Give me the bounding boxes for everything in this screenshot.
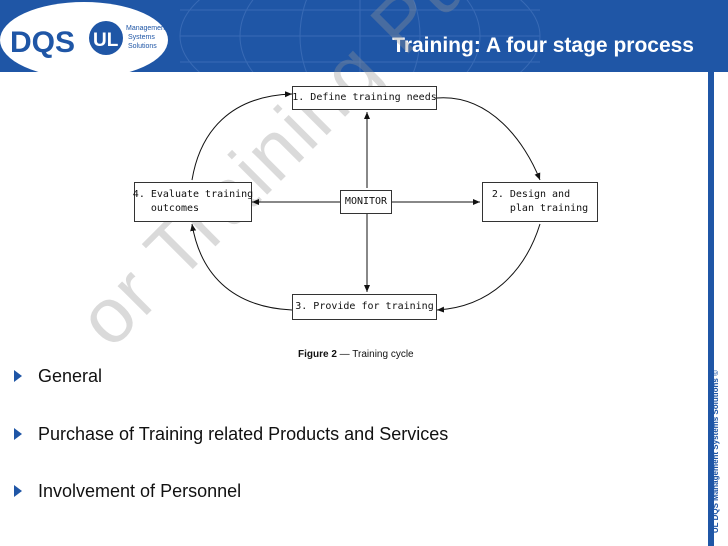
logo-line1: Management: [126, 25, 167, 32]
figure-caption-label: Figure 2: [298, 349, 337, 360]
bullet-text: Purchase of Training related Products an…: [38, 423, 449, 444]
side-copyright-text: UL DQS Management Systems Solutions ©: [711, 370, 720, 534]
logo-line3: Solutions: [128, 43, 157, 50]
logo-dqs-text: DQS: [10, 26, 75, 59]
logo-ul-text: UL: [93, 30, 119, 51]
stage-provide-training: 3. Provide for training: [292, 294, 437, 320]
side-bar: [708, 72, 714, 546]
stage-evaluate-outcomes: 4. Evaluate training outcomes: [133, 182, 253, 222]
bullet-arrow-icon: [14, 370, 22, 382]
figure-caption: Figure 2 — Training cycle: [298, 349, 414, 360]
bullet-text: Involvement of Personnel: [38, 480, 242, 501]
bullet-item-general: General: [14, 364, 102, 388]
stage-define-needs: 1. Define training needs: [292, 86, 437, 110]
figure-caption-text: — Training cycle: [336, 349, 414, 360]
training-cycle-diagram: 1. Define training needs 2. Design and p…: [130, 82, 610, 332]
stage-design-plan: 2. Design and plan training: [482, 182, 598, 222]
bullet-item-purchase: Purchase of Training related Products an…: [14, 422, 448, 446]
bullet-arrow-icon: [14, 428, 22, 440]
logo-line2: Systems: [128, 34, 155, 41]
diagram-connectors: [190, 91, 541, 313]
bullet-text: General: [38, 365, 103, 386]
slide-title: Training: A four stage process: [392, 34, 694, 57]
header-globe-pattern: [179, 0, 541, 72]
bullet-arrow-icon: [14, 485, 22, 497]
side-copyright: UL DQS Management Systems Solutions ©: [711, 370, 725, 540]
monitor-box: MONITOR: [340, 190, 392, 214]
ul-dqs-logo-icon: DQS UL Management Systems Solutions: [0, 2, 168, 78]
logo: DQS UL Management Systems Solutions: [0, 0, 210, 78]
bullet-item-involvement: Involvement of Personnel: [14, 479, 241, 503]
